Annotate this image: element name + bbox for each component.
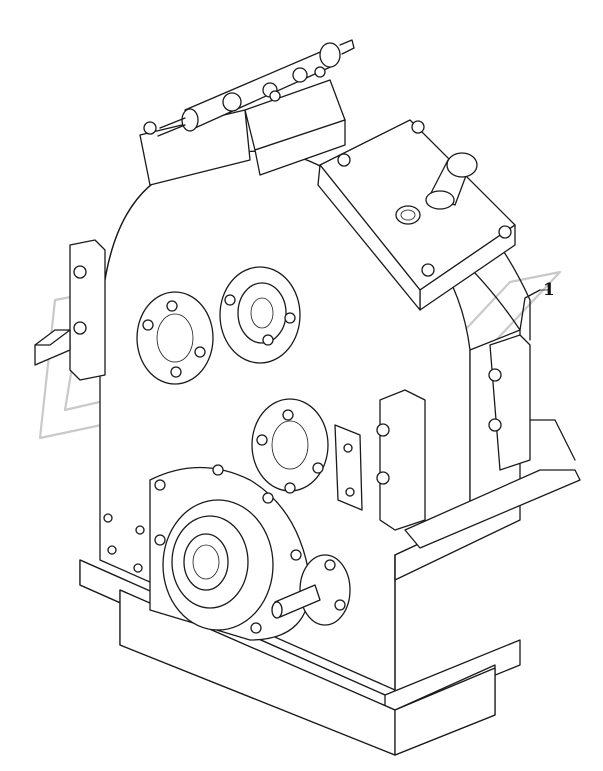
top-actuator: [139, 39, 355, 186]
right-mount-bracket: [376, 334, 581, 549]
left-mount-bracket: [34, 239, 106, 381]
flange-middle: [251, 398, 329, 494]
stub-shaft: [271, 554, 351, 626]
callout-leader-line: [519, 289, 541, 331]
flange-upper-left: [136, 291, 214, 385]
lower-output-flange: [103, 464, 311, 641]
flange-upper-right: [219, 266, 301, 364]
cover-plate: [317, 119, 516, 311]
small-plate: [334, 424, 363, 511]
callout-label-1: 1: [543, 280, 555, 300]
